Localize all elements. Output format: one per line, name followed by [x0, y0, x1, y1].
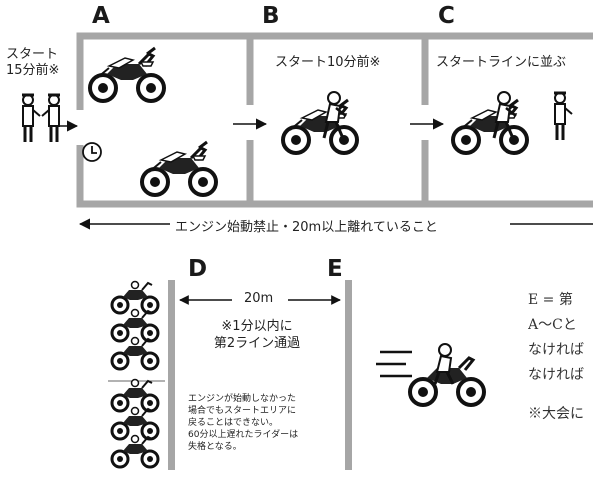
section-e-letter: E	[327, 256, 343, 282]
distance-label: 20m	[244, 291, 274, 306]
warning-line2: 場合でもスタートエリアに	[188, 406, 297, 416]
motorcycle-icon	[451, 98, 529, 155]
motorcycle-icon	[110, 378, 160, 413]
side-text-line5: ※大会に	[528, 406, 584, 422]
staging-frame	[76, 32, 593, 208]
engine-ban-banner: エンジン始動禁止・20m以上離れていること	[175, 220, 438, 235]
speed-lines-icon	[376, 350, 412, 378]
official-icon	[40, 93, 62, 144]
line-e-post	[345, 280, 352, 470]
warning-line5: 失格となる。	[188, 442, 242, 452]
staging-diagram	[20, 32, 593, 230]
rule-text: ※1分以内に 第2ライン通過	[207, 318, 307, 352]
motorcycle-icon	[140, 140, 218, 197]
start-15min-label-line2: 15分前※	[6, 63, 60, 78]
section-a-letter: A	[92, 3, 110, 29]
start-10min-label: スタート10分前※	[275, 55, 381, 70]
start-line-label: スタートラインに並ぶ	[436, 55, 567, 70]
line-d-post	[168, 280, 175, 470]
section-c-letter: C	[438, 3, 455, 29]
warning-note: エンジンが始動しなかった 場合でもスタートエリアに 戻ることはできない。 60分…	[188, 393, 353, 453]
side-text-line3: なければ	[528, 342, 584, 358]
official-icon	[552, 91, 574, 142]
warning-line3: 戻ることはできない。	[188, 418, 279, 428]
side-text: E = 第 A～Cと なければ なければ ※大会に	[528, 288, 593, 427]
motorcycle-icon	[110, 280, 160, 315]
rider-icon	[433, 343, 455, 385]
official-icon	[20, 93, 42, 144]
start-15min-label: スタート 15分前※	[6, 47, 59, 79]
side-text-line2: A～Cと	[528, 317, 577, 333]
warning-line4: 60分以上遅れたライダーは	[188, 430, 299, 440]
clock-icon	[82, 142, 102, 162]
side-text-line4: なければ	[528, 367, 584, 383]
rule-line2: 第2ライン通過	[213, 336, 301, 351]
section-b-letter: B	[262, 3, 280, 29]
second-line-diagram	[108, 280, 486, 470]
start-15min-label-line1: スタート	[6, 47, 59, 62]
section-d-letter: D	[188, 256, 208, 282]
motorcycle-icon	[281, 98, 359, 155]
rule-line1: ※1分以内に	[221, 319, 293, 334]
warning-line1: エンジンが始動しなかった	[188, 394, 297, 404]
motorcycle-icon	[88, 46, 166, 103]
side-text-line1: E = 第	[528, 292, 573, 308]
